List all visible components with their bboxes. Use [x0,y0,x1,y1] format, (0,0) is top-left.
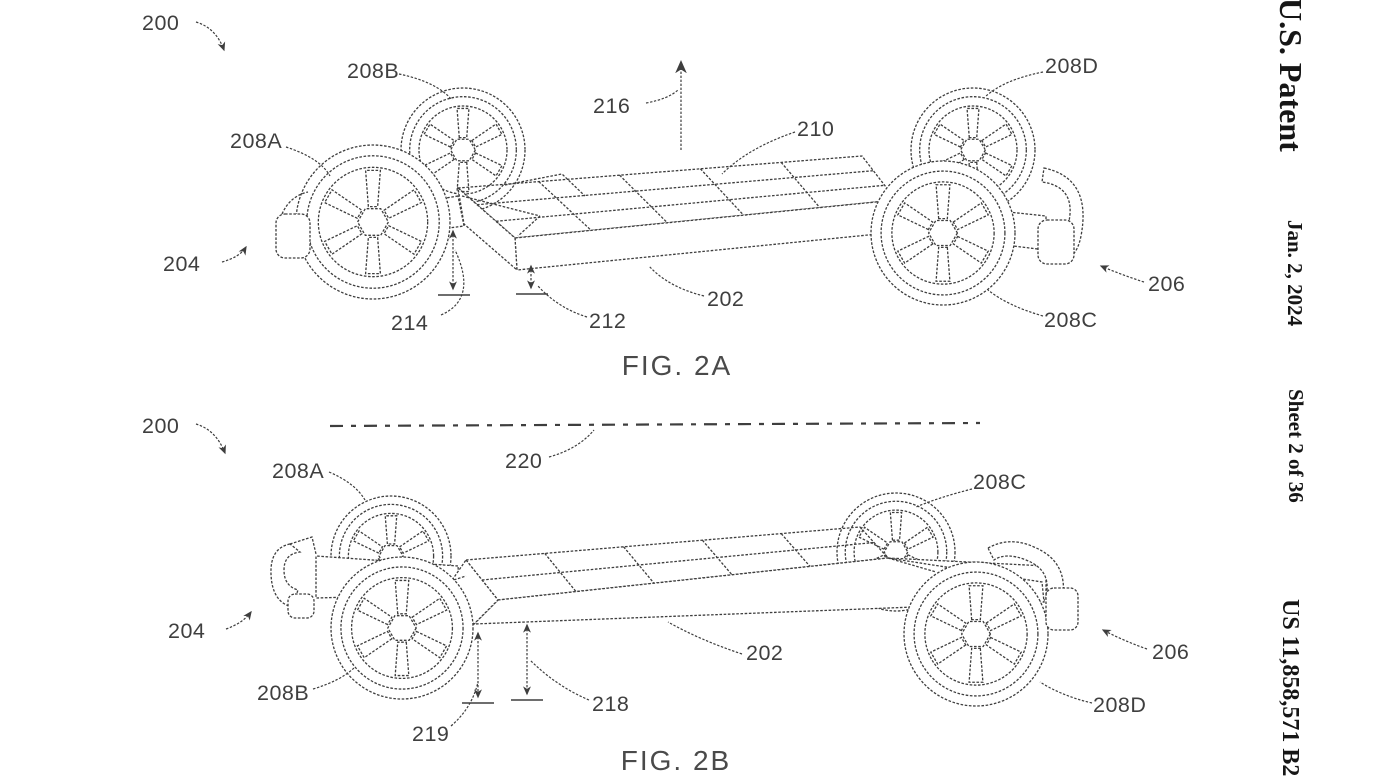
ref-label-204-2b: 204 [168,619,205,643]
figure-2a: 200 208B 216 210 208D 208A 204 214 212 2… [142,11,1185,381]
front-right-wheel-2b [903,561,1049,707]
front-left-wheel-2a [294,143,452,301]
roof-line-220 [329,421,981,428]
left-fascia-2b [271,537,316,618]
leader-lines-2a [195,21,1145,318]
ref-label-200-2b: 200 [142,414,179,438]
battery-pack-top-2a [458,156,896,238]
ref-label-208b-2b: 208B [257,681,309,705]
ref-label-220-2b: 220 [505,449,542,473]
ref-label-208c-2b: 208C [973,470,1026,494]
ref-label-212-2a: 212 [589,309,626,333]
dimension-218 [511,623,543,701]
figure-caption-2b: FIG. 2B [621,745,731,776]
leader-lines-2b [195,423,1148,727]
left-bumper-2a [276,192,310,258]
ref-label-204-2a: 204 [163,252,200,276]
ref-label-218-2b: 218 [592,692,629,716]
front-left-wheel-2b [330,556,474,700]
battery-pack-2a [458,156,898,270]
figure-2b: 200 220 208A 208C 204 208B 219 218 202 2… [142,414,1189,776]
patent-header-number: US 11,858,571 B2 [1277,599,1303,776]
ref-label-208a-2a: 208A [230,129,282,153]
battery-pack-left-face-2b [448,560,498,624]
battery-pack-left-face-2a [458,188,517,270]
battery-tray-detail-2a [462,174,585,236]
ref-label-200-2a: 200 [142,11,179,35]
figure-caption-2a: FIG. 2A [622,350,732,381]
ref-label-210-2a: 210 [797,117,834,141]
ref-label-216-2a: 216 [593,94,630,118]
ref-label-206-2a: 206 [1148,272,1185,296]
battery-module-grid-2a [476,161,885,231]
ref-label-208d-2a: 208D [1045,54,1098,78]
ref-label-202-2b: 202 [746,641,783,665]
dimension-212 [516,264,548,295]
ref-label-202-2a: 202 [707,287,744,311]
right-fascia-2b [988,542,1078,630]
ref-label-208a-2b: 208A [272,459,324,483]
battery-pack-front-face-2a [515,200,898,270]
ref-label-208b-2a: 208B [347,59,399,83]
ref-label-206-2b: 206 [1152,640,1189,664]
ref-label-208c-2a: 208C [1044,308,1097,332]
front-right-wheel-2a [870,160,1016,306]
patent-header-date: Jan. 2, 2024 [1283,220,1307,327]
battery-module-grid-2b [481,533,875,593]
patent-header-title: U.S. Patent [1273,0,1309,152]
dimension-219 [462,631,494,704]
patent-header-sheet: Sheet 2 of 36 [1284,389,1308,503]
ref-label-219-2b: 219 [412,722,449,746]
ref-label-214-2a: 214 [391,311,428,335]
ref-label-208d-2b: 208D [1093,693,1146,717]
right-fascia-2a [1038,168,1083,264]
dimension-214 [438,229,470,296]
